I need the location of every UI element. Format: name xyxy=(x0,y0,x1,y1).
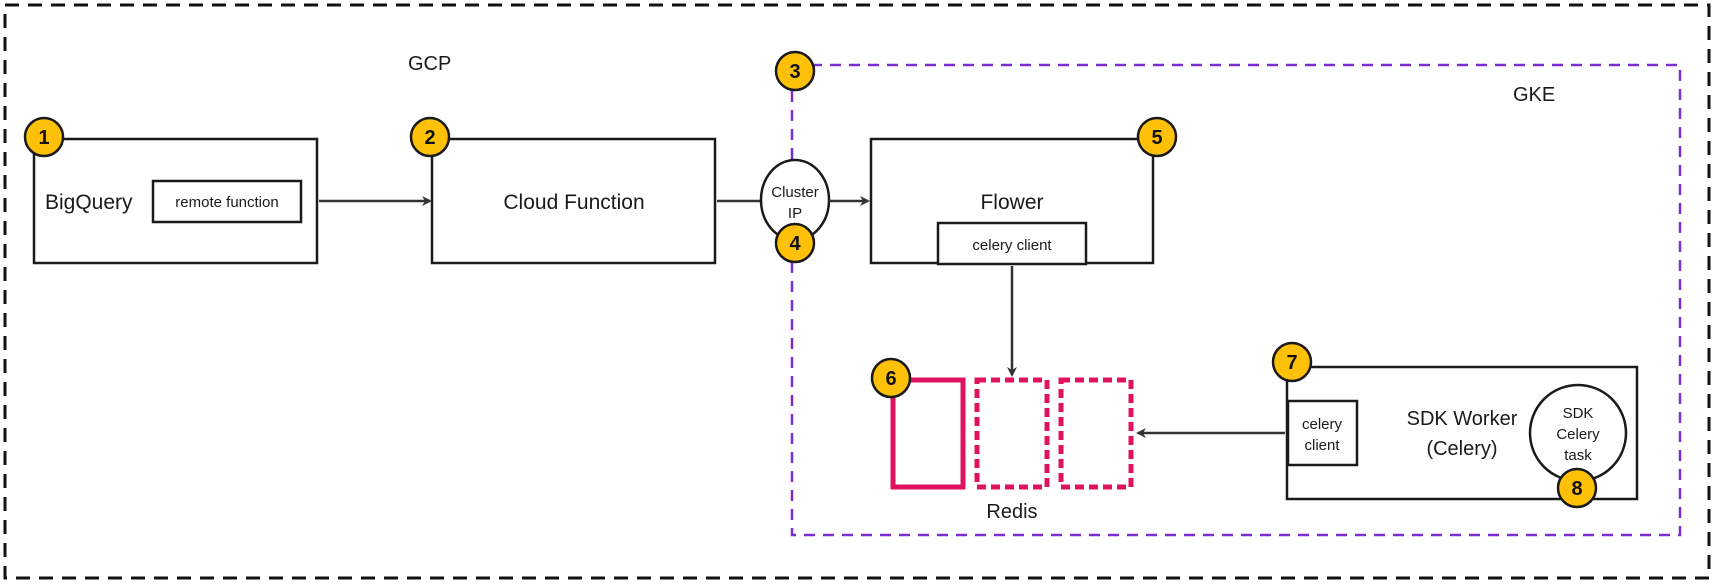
cluster-ip-line1: Cluster xyxy=(771,184,819,201)
badge-4: 4 xyxy=(774,222,816,264)
bigquery-label: BigQuery xyxy=(45,191,133,214)
flower-celery-client-label: celery client xyxy=(972,237,1052,254)
sdk-celery-task-line3: task xyxy=(1564,447,1592,464)
badge-5: 5 xyxy=(1136,116,1178,158)
cluster-ip-line2: IP xyxy=(788,205,802,222)
svg-text:4: 4 xyxy=(789,233,801,255)
svg-text:5: 5 xyxy=(1151,127,1162,149)
sdk-worker-celery-client-line1: celery xyxy=(1302,416,1343,433)
badge-7: 7 xyxy=(1271,341,1313,383)
cloud-function-label: Cloud Function xyxy=(503,191,644,214)
badge-2: 2 xyxy=(409,116,451,158)
flower-label: Flower xyxy=(980,191,1043,214)
sdk-worker-celery-client-box xyxy=(1286,399,1359,467)
gke-label: GKE xyxy=(1513,84,1555,106)
gke-boundary xyxy=(790,63,1682,537)
gcp-boundary xyxy=(3,3,1711,580)
svg-text:7: 7 xyxy=(1286,352,1297,374)
sdk-worker-celery-client-line2: client xyxy=(1304,437,1340,454)
sdk-worker-label-line1: SDK Worker xyxy=(1407,408,1518,430)
redis-slot-2 xyxy=(974,377,1050,490)
remote-function-box xyxy=(151,179,303,224)
badge-1: 1 xyxy=(23,116,65,158)
remote-function-label: remote function xyxy=(175,194,278,211)
cloud-function-node: Cloud Function xyxy=(430,137,717,265)
svg-text:3: 3 xyxy=(789,61,800,83)
svg-text:6: 6 xyxy=(885,368,896,390)
redis-queue: Redis xyxy=(890,377,1134,523)
redis-slot-3 xyxy=(1058,377,1134,490)
badge-6: 6 xyxy=(870,357,912,399)
sdk-celery-task-line2: Celery xyxy=(1556,426,1600,443)
svg-text:2: 2 xyxy=(424,127,435,149)
svg-text:8: 8 xyxy=(1571,478,1582,500)
redis-label: Redis xyxy=(986,501,1037,523)
badge-3: 3 xyxy=(774,50,816,92)
sdk-worker-label-line2: (Celery) xyxy=(1426,438,1497,460)
badge-8: 8 xyxy=(1556,467,1598,509)
gcp-label: GCP xyxy=(408,53,451,75)
sdk-celery-task-line1: SDK xyxy=(1563,405,1594,422)
bigquery-node: BigQuery remote function xyxy=(32,137,319,265)
flower-celery-client-box xyxy=(936,221,1088,266)
flower-node: Flower celery client xyxy=(869,137,1155,266)
svg-text:1: 1 xyxy=(38,127,49,149)
redis-slot-1 xyxy=(890,377,966,490)
